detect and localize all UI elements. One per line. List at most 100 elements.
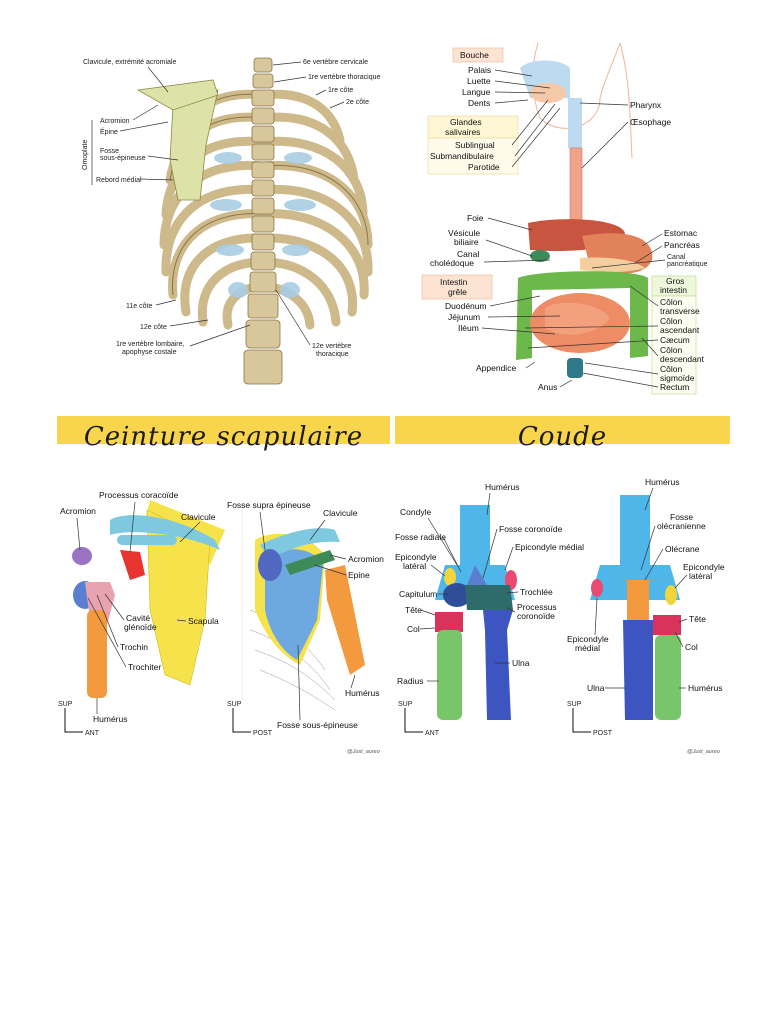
label-l1-a: 1re vertèbre lombaire,	[116, 341, 185, 348]
label-humerus: Humérus	[93, 714, 127, 724]
label-ant: ANT	[425, 730, 440, 737]
label-intestin-grele-a: Intestin	[440, 277, 468, 287]
label-processus-b: coronoïde	[517, 611, 555, 621]
banner-title-left: Ceinture scapulaire	[83, 422, 364, 452]
label-processus: Processus coracoïde	[99, 490, 179, 500]
label-trochiter: Trochiter	[128, 662, 161, 672]
label-ant: ANT	[85, 730, 100, 737]
label-colon-sigmoide-a: Côlon	[660, 364, 682, 374]
banner-coude: Coude	[395, 416, 730, 452]
label-foie: Foie	[467, 213, 484, 223]
label-post: POST	[593, 730, 613, 737]
label-canal-a: Canal	[457, 249, 479, 259]
label-epi-lat2-a: Epicondyle	[683, 562, 725, 572]
label-rectum: Rectum	[660, 382, 689, 392]
scapula-shape	[169, 89, 219, 201]
label-clavicule2: Clavicule	[323, 508, 358, 518]
label-col2: Col	[685, 642, 698, 652]
label-condyle: Condyle	[400, 507, 431, 517]
label-submandibulaire: Submandibulaire	[430, 151, 494, 161]
label-l1-b: apophyse costale	[122, 349, 177, 356]
label-fosse-olec-a: Fosse	[670, 512, 693, 522]
label-gros-intestin-b: intestin	[660, 285, 687, 295]
label-palais: Palais	[468, 65, 491, 75]
label-gros-intestin-a: Gros	[666, 276, 684, 286]
label-trochlee: Trochlée	[520, 587, 553, 597]
label-duodenum: Duodénum	[445, 301, 487, 311]
label-sup2: SUP	[567, 701, 582, 708]
label-t1: 1re vertèbre thoracique	[308, 74, 380, 81]
spine	[243, 57, 283, 385]
label-epicondyle-medial: Epicondyle médial	[515, 542, 584, 552]
label-cavite-b: glénoïde	[124, 622, 157, 632]
label-appendice: Appendice	[476, 363, 516, 373]
credit: @Just_aureo	[347, 749, 380, 755]
label-jejunum: Jéjunum	[448, 312, 480, 322]
rib-cage-figure: Clavicule, extrémité acromiale Acromion …	[78, 50, 408, 402]
banner-ceinture-scapulaire: Ceinture scapulaire	[57, 416, 390, 452]
label-humerus: Humérus	[485, 482, 519, 492]
label-pancreas: Pancréas	[664, 240, 700, 250]
label-canal-b: cholédoque	[430, 258, 474, 268]
label-epicondyle-lateral-a: Epicondyle	[395, 552, 437, 562]
label-colon-ascendant-b: ascendant	[660, 325, 700, 335]
label-tete2: Tête	[689, 614, 706, 624]
label-colon-transverse-b: transverse	[660, 306, 700, 316]
label-fosse-supra: Fosse supra épineuse	[227, 500, 311, 510]
label-olecrane: Olécrane	[665, 544, 700, 554]
label-ulna: Ulna	[512, 658, 530, 668]
label-colon-descendant-a: Côlon	[660, 345, 682, 355]
label-caecum: Cæcum	[660, 335, 690, 345]
label-vesicule-b: biliaire	[454, 237, 479, 247]
label-sup2: SUP	[227, 701, 242, 708]
label-cote1: 1re côte	[328, 87, 353, 94]
label-fosse-sous: Fosse sous-épineuse	[277, 720, 358, 730]
label-tete: Tête	[405, 605, 422, 615]
label-sublingual: Sublingual	[455, 140, 495, 150]
label-cote11: 11e côte	[126, 303, 152, 310]
shoulder-figure: Acromion Processus coracoïde Clavicule C…	[55, 470, 390, 760]
label-ileum: Iléum	[458, 323, 479, 333]
label-canal-panc-b: pancréatique	[667, 261, 708, 268]
label-intestin-grele-b: grêle	[448, 287, 467, 297]
label-anus: Anus	[538, 382, 557, 392]
label-epi-lat2-b: latéral	[689, 571, 712, 581]
label-sous-epineuse: sous-épineuse	[100, 155, 146, 162]
label-fosse: Fosse	[100, 148, 119, 155]
label-cavite-a: Cavité	[126, 613, 150, 623]
digestive-system-figure: Bouche Palais Luette Langue Dents Glande…	[420, 38, 732, 402]
label-col: Col	[407, 624, 420, 634]
label-colon-transverse-a: Côlon	[660, 297, 682, 307]
label-epine: Épine	[100, 127, 118, 136]
label-canal-panc-a: Canal	[667, 254, 686, 261]
label-acromion: Acromion	[100, 118, 130, 125]
label-sup: SUP	[58, 701, 73, 708]
label-cote12: 12e côte	[140, 324, 167, 331]
label-epicondyle-lateral-b: latéral	[403, 561, 426, 571]
label-colon-ascendant-a: Côlon	[660, 316, 682, 326]
credit: @Just_aureo	[687, 749, 720, 755]
label-luette: Luette	[467, 76, 491, 86]
label-fosse-olec-b: olécranienne	[657, 521, 706, 531]
label-t12-a: 12e vertèbre	[312, 343, 351, 350]
label-glandes-a: Glandes	[450, 117, 482, 127]
label-langue: Langue	[462, 87, 491, 97]
label-dents: Dents	[468, 98, 490, 108]
label-glandes-b: salivaires	[445, 127, 480, 137]
label-ulna2: Ulna	[587, 683, 605, 693]
label-c6: 6e vertèbre cervicale	[303, 59, 368, 66]
elbow-figure: Humérus Condyle Fosse coronoïde Fosse ra…	[395, 470, 732, 760]
label-humerus2: Humérus	[645, 477, 679, 487]
label-humerus3: Humérus	[688, 683, 722, 693]
label-acromion: Acromion	[60, 506, 96, 516]
label-radius: Radius	[397, 676, 423, 686]
label-rebord: Rebord médial	[96, 177, 142, 184]
label-cote2: 2e côte	[346, 99, 369, 106]
label-processus-a: Processus	[517, 602, 557, 612]
label-pharynx: Pharynx	[630, 100, 662, 110]
label-epi-med2-a: Epicondyle	[567, 634, 609, 644]
label-epi-med2-b: médial	[575, 643, 600, 653]
label-clavicule: Clavicule, extrémité acromiale	[83, 59, 176, 66]
label-fosse-radiale: Fosse radiale	[395, 532, 446, 542]
label-trochin: Trochin	[120, 642, 148, 652]
